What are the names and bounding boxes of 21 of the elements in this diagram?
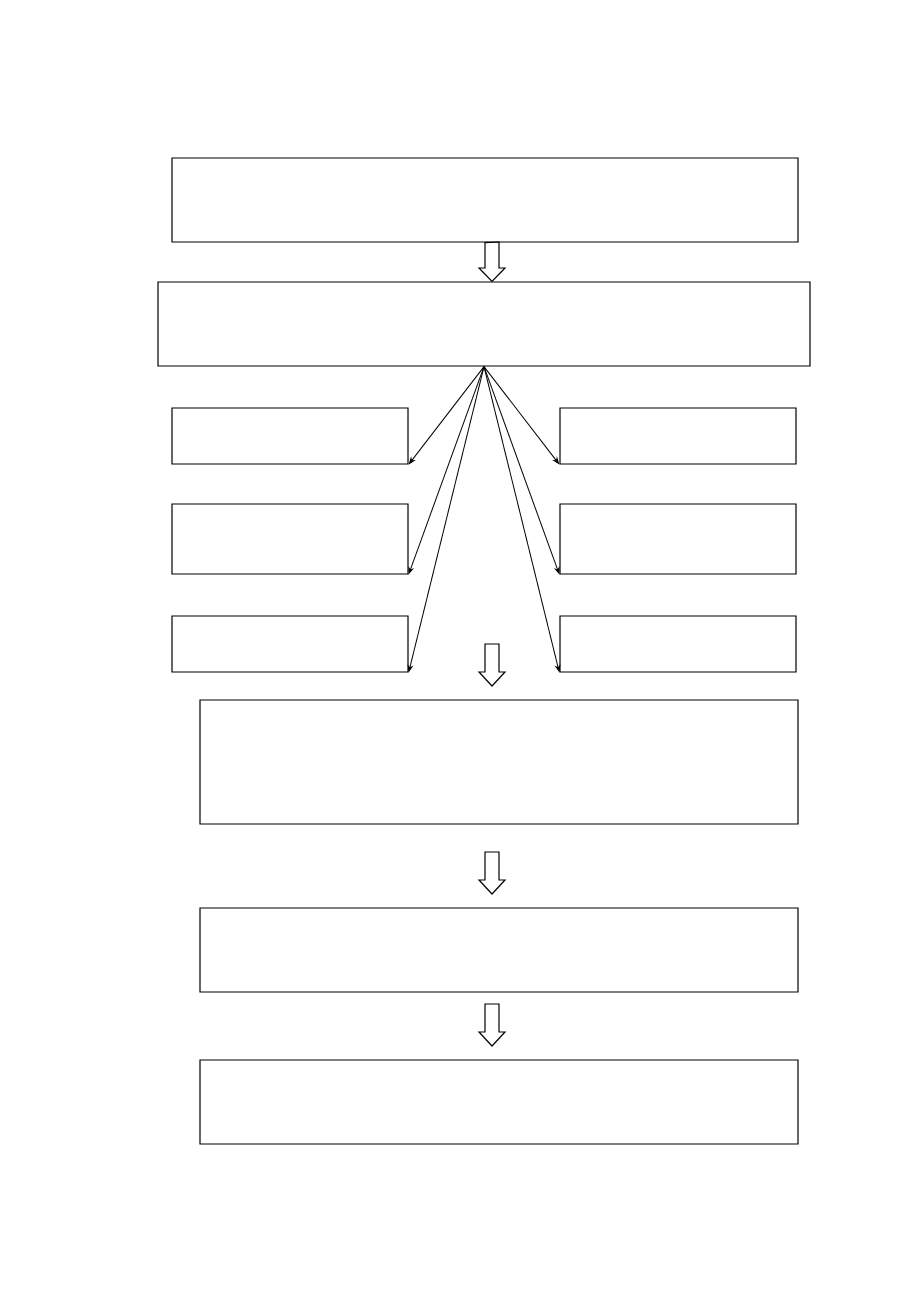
arrow xyxy=(407,366,485,672)
process-box xyxy=(559,615,797,673)
process-box xyxy=(199,699,799,825)
process-box xyxy=(171,407,409,465)
process-box xyxy=(559,407,797,465)
arrow xyxy=(483,366,561,672)
block-arrow xyxy=(477,643,507,687)
process-box xyxy=(157,281,811,367)
process-box xyxy=(559,503,797,575)
process-box xyxy=(171,503,409,575)
process-box xyxy=(171,157,799,243)
block-arrow xyxy=(477,1003,507,1047)
process-box xyxy=(199,1059,799,1145)
arrow xyxy=(483,366,560,574)
arrow xyxy=(483,366,560,464)
arrow xyxy=(408,366,485,464)
process-box xyxy=(171,615,409,673)
process-box xyxy=(199,907,799,993)
block-arrow xyxy=(477,851,507,895)
arrow xyxy=(408,366,485,574)
block-arrow xyxy=(477,241,507,283)
